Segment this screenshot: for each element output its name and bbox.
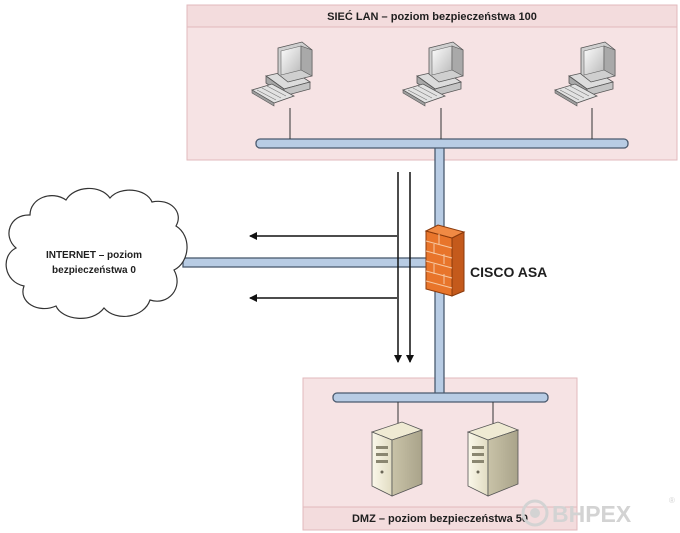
desktop-computer-icon bbox=[402, 41, 464, 107]
lan-bus bbox=[255, 138, 629, 149]
dmz-bus bbox=[332, 392, 549, 403]
firewall-brick-icon bbox=[424, 224, 466, 297]
dmz-zone: DMZ – poziom bezpieczeństwa 50 bbox=[302, 377, 578, 531]
server-tower-icon bbox=[466, 421, 520, 497]
internet-label-line2: bezpieczeństwa 0 bbox=[52, 265, 136, 276]
internet-link bbox=[182, 257, 440, 268]
watermark-text: BHPEX bbox=[552, 501, 632, 527]
bhpex-watermark: BHPEX ® bbox=[521, 496, 675, 527]
drop-lines bbox=[289, 108, 593, 425]
internet-label-line1: INTERNET – poziom bbox=[46, 250, 142, 261]
desktop-computer-icon bbox=[554, 41, 616, 107]
watermark-logo-icon bbox=[521, 499, 549, 527]
dmz-zone-label: DMZ – poziom bezpieczeństwa 50 bbox=[352, 513, 528, 525]
traffic-arrows bbox=[249, 172, 414, 363]
server-tower-icon bbox=[370, 421, 424, 497]
firewall-label: CISCO ASA bbox=[470, 264, 547, 280]
desktop-computer-icon bbox=[251, 41, 313, 107]
lan-zone-label: SIEĆ LAN – poziom bezpieczeństwa 100 bbox=[327, 10, 537, 23]
watermark-registered: ® bbox=[669, 496, 675, 505]
internet-cloud: INTERNET – poziom bezpieczeństwa 0 bbox=[5, 187, 188, 319]
